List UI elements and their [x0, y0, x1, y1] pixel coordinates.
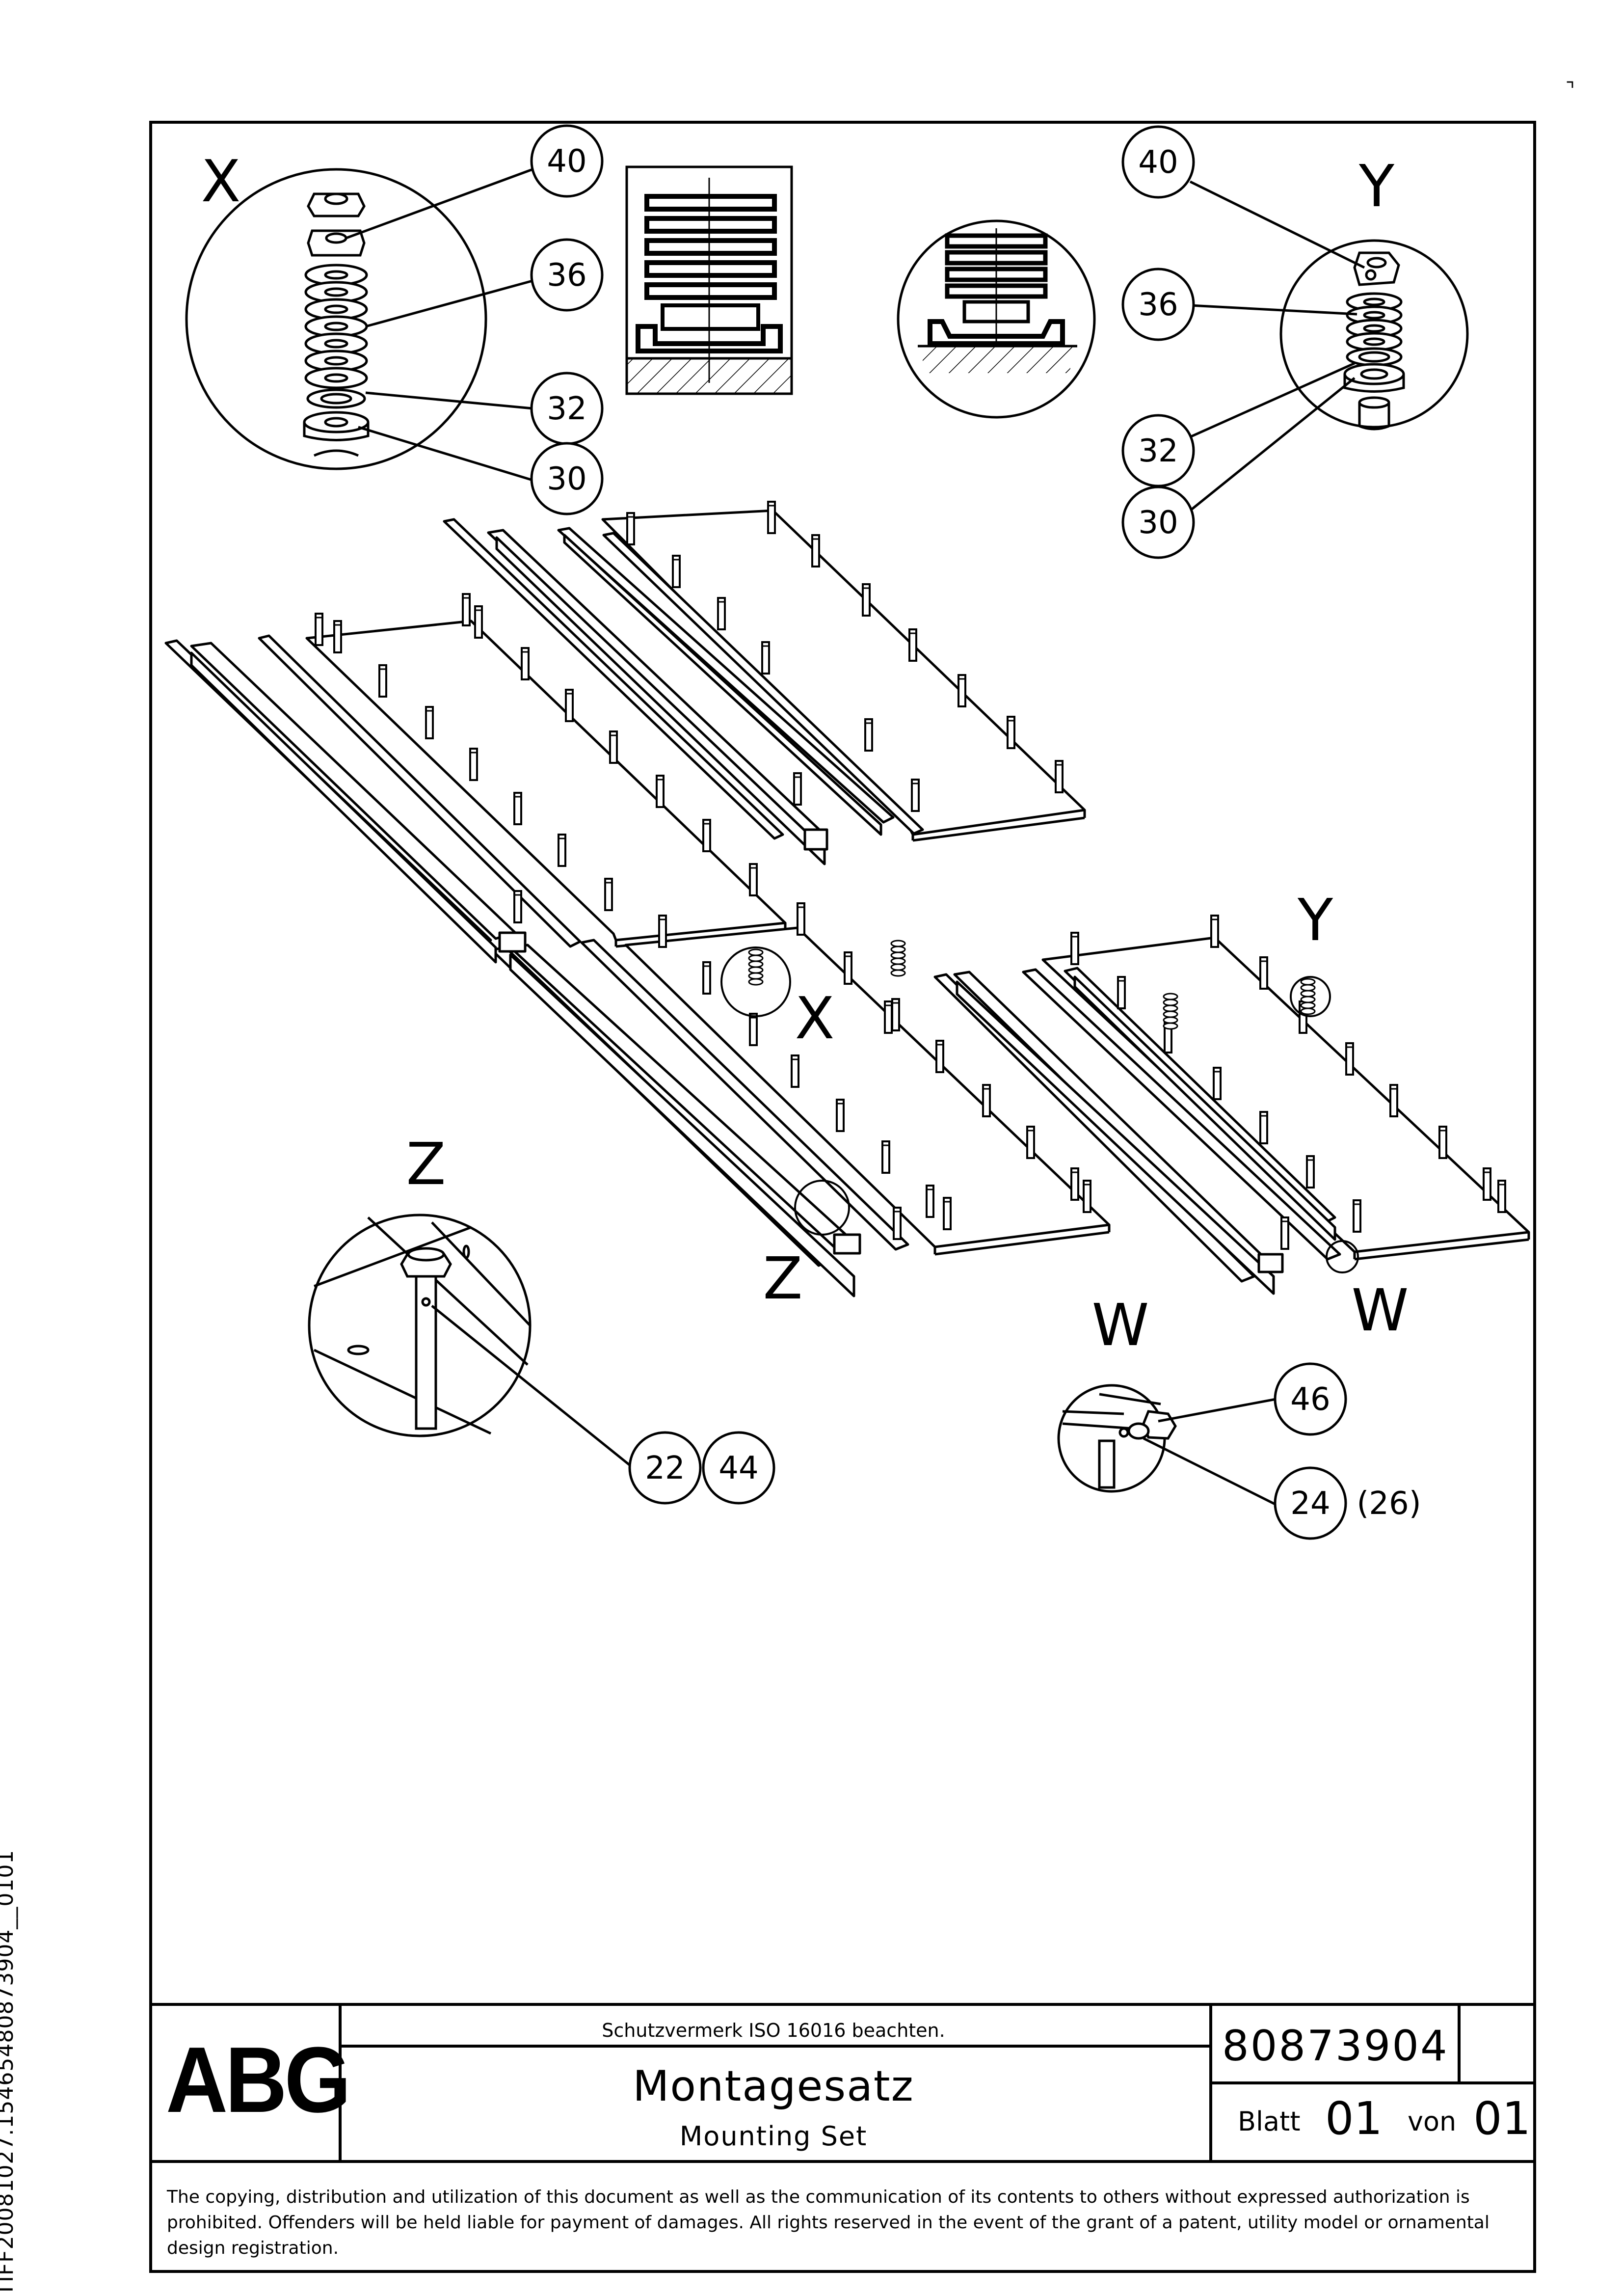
document-number: 80873904: [1222, 2022, 1449, 2071]
callout-y-30: 30: [1138, 505, 1178, 541]
title-german: Montagesatz: [633, 2062, 914, 2111]
callout-x-40: 40: [547, 143, 586, 180]
detail-x-stack: [185, 168, 533, 482]
title-english: Mounting Set: [679, 2121, 868, 2152]
sheet-number: 01: [1325, 2092, 1383, 2145]
tb-line-bottom: [149, 2160, 1536, 2163]
view-label-x-mid: X: [795, 984, 835, 1052]
callout-z-22: 22: [645, 1450, 685, 1486]
detail-z: [308, 1214, 634, 1469]
legal-notice: The copying, distribution and utilizatio…: [167, 2187, 1490, 2258]
view-label-w-left: W: [1092, 1291, 1149, 1359]
tb-line-docno: [1209, 2081, 1536, 2084]
view-letters: X Y Y X Z Z W W: [201, 147, 1409, 1359]
stack-circle-view: [897, 219, 1096, 419]
of-label: von: [1408, 2106, 1457, 2137]
view-label-z-left: Z: [406, 1130, 446, 1198]
drawing-frame: [149, 121, 1536, 2273]
protection-note: Schutzvermerk ISO 16016 beachten.: [602, 2020, 945, 2041]
callout-x-30: 30: [547, 461, 586, 497]
view-label-y-top: Y: [1358, 152, 1395, 220]
callout-y-40: 40: [1138, 144, 1178, 181]
callout-bubbles: [530, 124, 1347, 1540]
view-label-x-top: X: [201, 147, 241, 215]
callout-w-46: 46: [1290, 1381, 1330, 1418]
stack-section-view: [625, 165, 793, 395]
tb-line-top: [149, 2003, 1536, 2006]
sheet-label: Blatt: [1238, 2106, 1301, 2137]
view-label-w-right: W: [1352, 1276, 1409, 1344]
callout-y-32: 32: [1138, 433, 1178, 469]
tb-line-protect: [341, 2045, 1209, 2048]
callout-w-24: 24: [1290, 1486, 1330, 1522]
detail-w: [1057, 1384, 1277, 1506]
callout-x-36: 36: [547, 257, 586, 294]
tb-line-docno-end: [1458, 2003, 1461, 2084]
exploded-assembly: [164, 509, 1530, 1297]
callout-x-32: 32: [547, 391, 586, 427]
tb-line-logo: [339, 2003, 342, 2163]
sheet-total: 01: [1473, 2092, 1531, 2145]
callout-w-26: (26): [1357, 1486, 1421, 1522]
detail-markers: [720, 946, 1359, 1273]
view-label-y-mid: Y: [1297, 886, 1333, 954]
callout-numbers: 40 36 32 30 40 36 32 30 22 44 46 24 (26): [547, 143, 1421, 1522]
company-logo: ABG: [166, 2028, 351, 2132]
callout-y-36: 36: [1138, 287, 1178, 323]
callout-z-44: 44: [718, 1450, 758, 1486]
tb-line-title: [1209, 2003, 1212, 2163]
detail-y-stack: [1189, 180, 1469, 512]
corner-mark: ⌝: [1566, 79, 1575, 101]
view-label-z-mid: Z: [763, 1244, 803, 1312]
